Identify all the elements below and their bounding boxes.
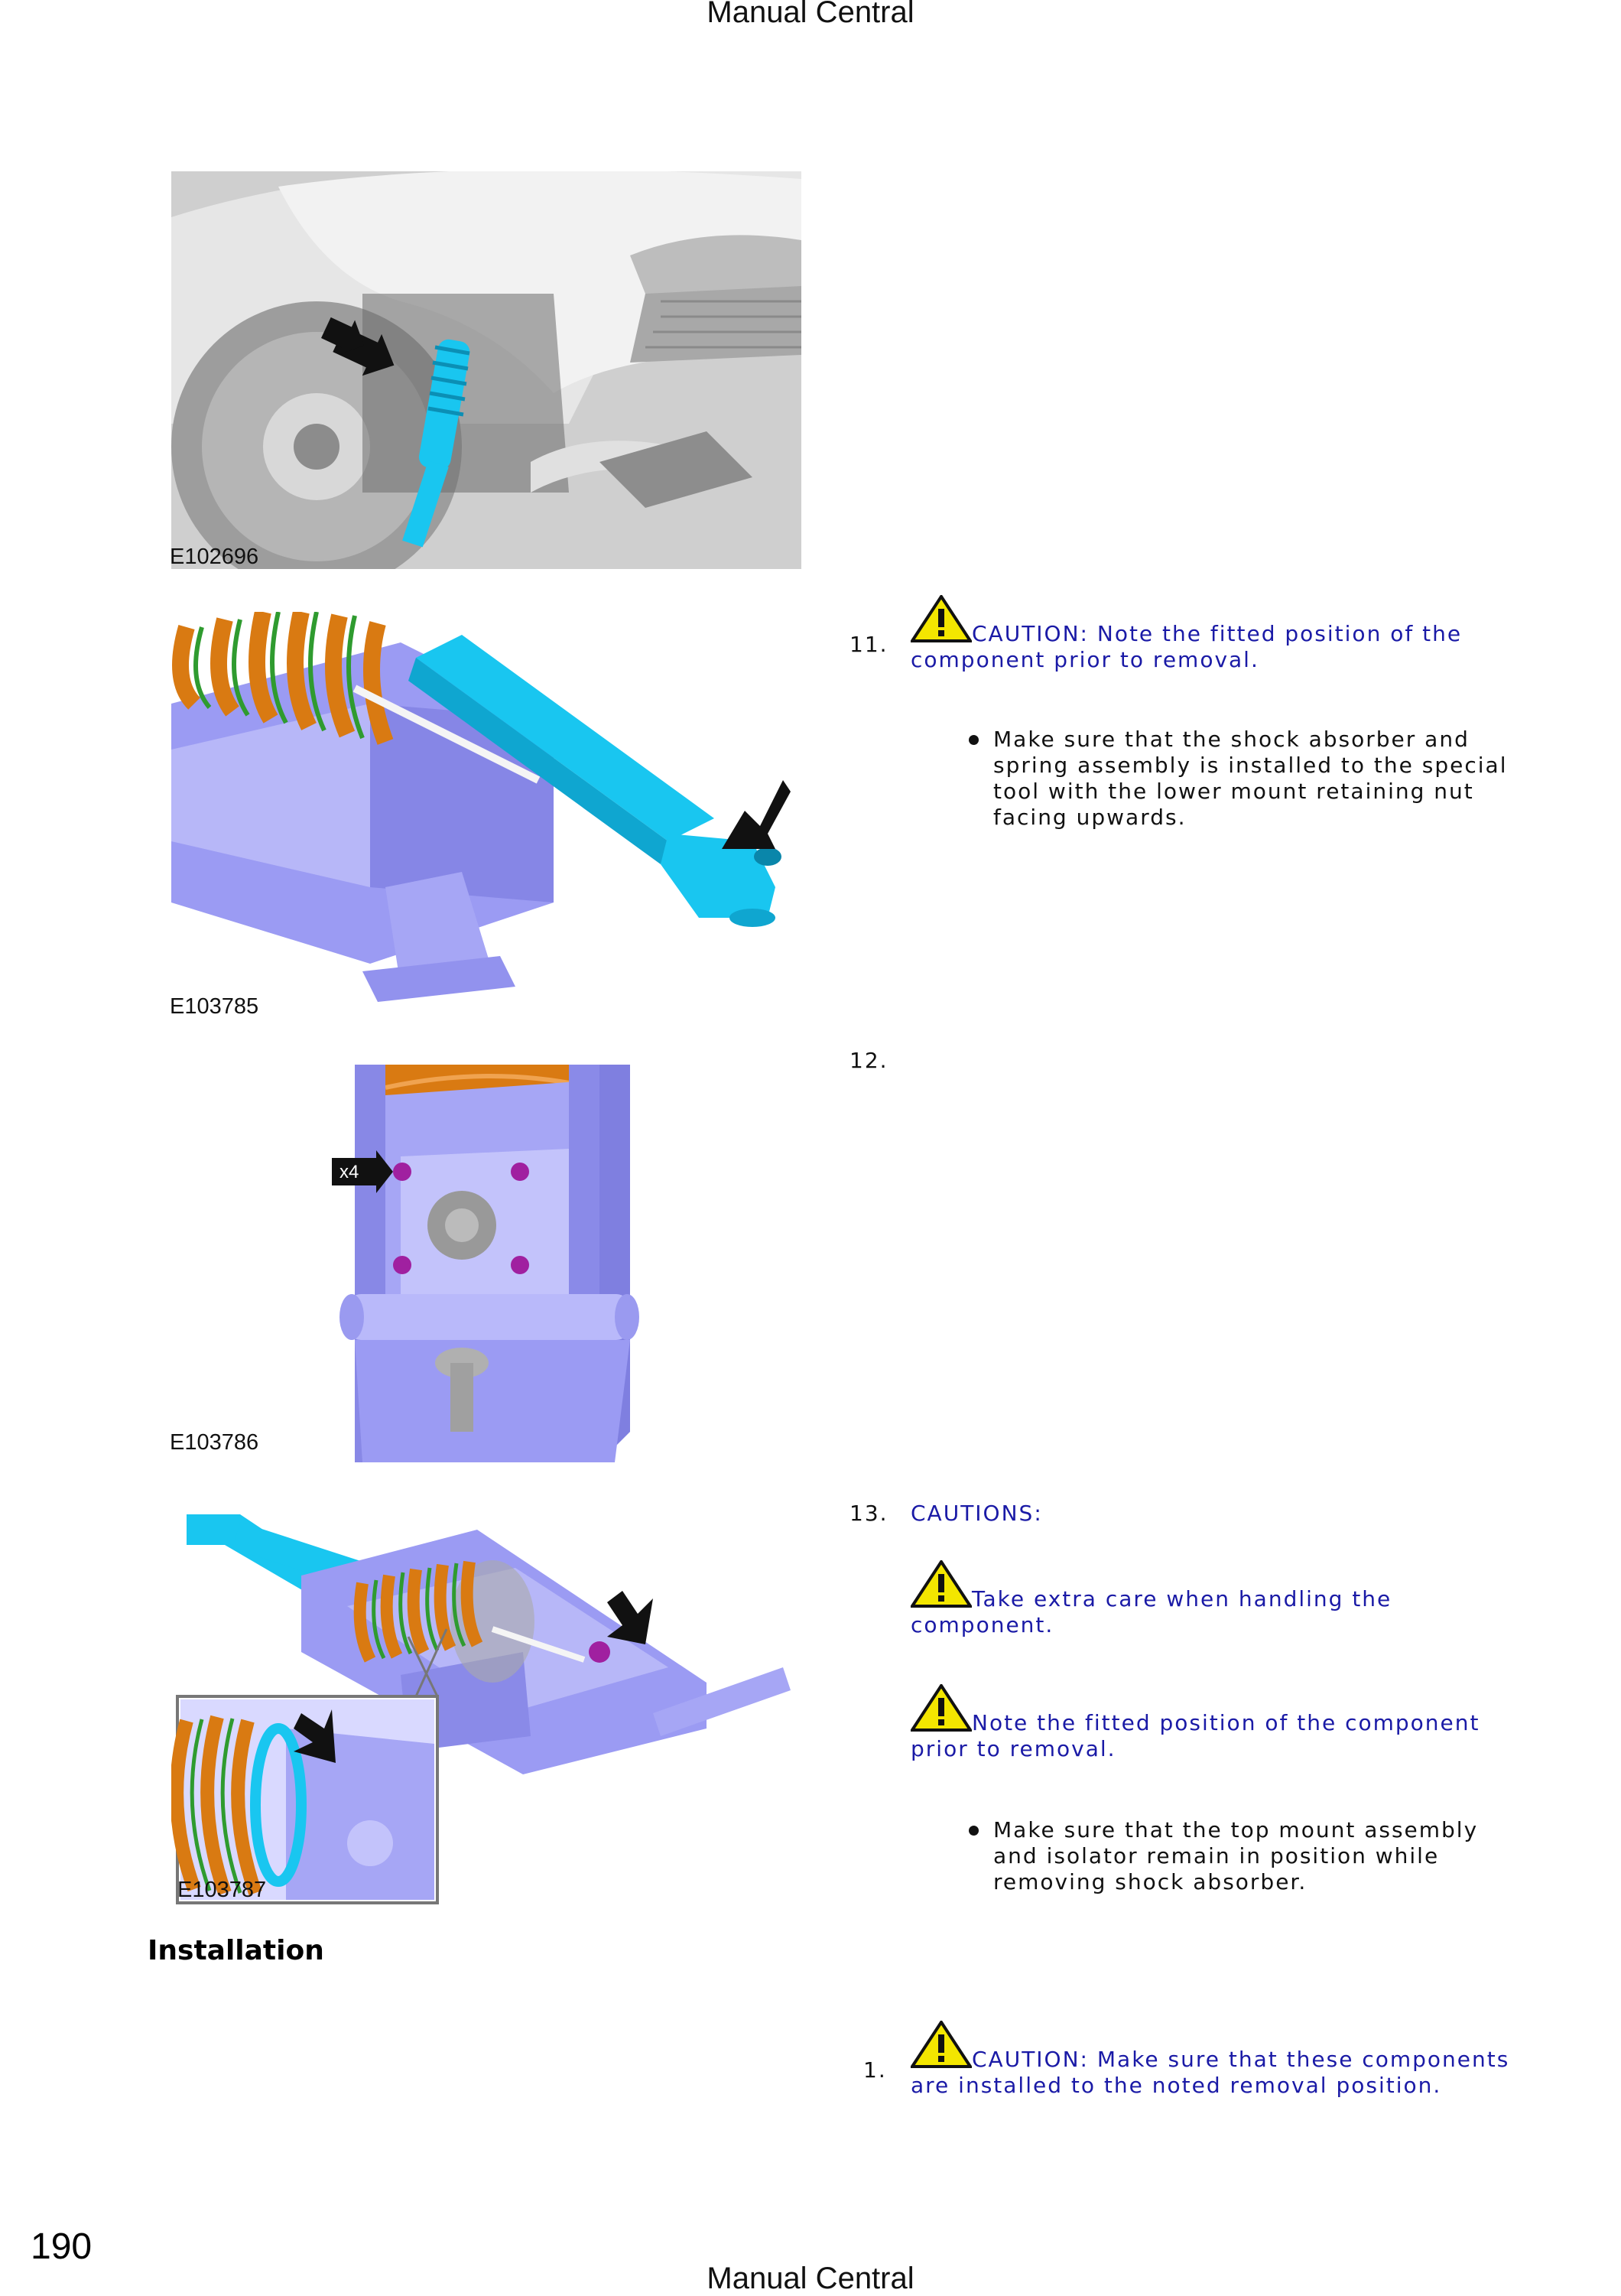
- step-number-13: 13.: [849, 1501, 888, 1526]
- bullet-line: and isolator remain in position while: [993, 1843, 1440, 1868]
- figure-label: E103785: [170, 994, 259, 1019]
- suspension-in-wheel-arch-illustration: [171, 171, 801, 569]
- page-footer-title: Manual Central: [707, 2262, 914, 2295]
- step-13-caution-2: Note the fitted position of the componen…: [911, 1684, 1561, 1762]
- warning-triangle-icon: [911, 1560, 972, 1609]
- callout-x4: x4: [339, 1162, 359, 1182]
- bullet-line: facing upwards.: [993, 805, 1187, 830]
- bullet-line: Make sure that the shock absorber and: [993, 727, 1470, 752]
- installation-step-1-caution: CAUTION: Make sure that these components…: [911, 2021, 1584, 2099]
- step-13-bullet: Make sure that the top mount assembly an…: [969, 1817, 1590, 1895]
- step-number-11: 11.: [849, 632, 888, 657]
- caution-text-line1: CAUTION: Make sure that these components: [972, 2047, 1510, 2072]
- warning-triangle-icon: [911, 595, 972, 644]
- figure-e102696: E102696: [170, 171, 801, 569]
- figure-label: E102696: [170, 545, 259, 569]
- step-11-bullet: Make sure that the shock absorber and sp…: [969, 727, 1590, 831]
- step-13-cautions-heading: CAUTIONS:: [911, 1501, 1043, 1526]
- caution-text-line2: prior to removal.: [911, 1736, 1116, 1761]
- bullet-line: tool with the lower mount retaining nut: [993, 779, 1474, 804]
- bullet-line: spring assembly is installed to the spec…: [993, 753, 1508, 778]
- caution-text-line2: are installed to the noted removal posit…: [911, 2073, 1442, 2098]
- step-11-caution: CAUTION: Note the fitted position of the…: [911, 595, 1561, 673]
- page-header-title: Manual Central: [707, 0, 914, 29]
- warning-triangle-icon: [911, 1684, 972, 1733]
- installation-heading: Installation: [148, 1935, 324, 1966]
- page-number: 190: [31, 2226, 93, 2267]
- caution-text-line2: component.: [911, 1612, 1054, 1637]
- figure-label: E103786: [170, 1430, 259, 1455]
- shock-absorber-in-special-tool-illustration: [171, 612, 791, 1002]
- bullet-line: removing shock absorber.: [993, 1869, 1308, 1894]
- shock-absorber-removal-illustration: [171, 1514, 791, 1904]
- figure-e103785: E103785: [170, 612, 801, 1025]
- top-mount-bolts-illustration: x4: [332, 1065, 639, 1462]
- caution-text-line2: component prior to removal.: [911, 647, 1259, 672]
- figure-label: E103787: [177, 1878, 267, 1902]
- step-number-12: 12.: [849, 1048, 888, 1073]
- caution-text-line1: Take extra care when handling the: [972, 1586, 1392, 1611]
- warning-triangle-icon: [911, 2021, 972, 2070]
- figure-e103786: x4 E103786: [170, 1065, 801, 1462]
- bullet-line: Make sure that the top mount assembly: [993, 1817, 1479, 1842]
- figure-e103787: E103787: [171, 1499, 801, 1912]
- caution-text-line1: CAUTION: Note the fitted position of the: [972, 621, 1463, 646]
- caution-text-line1: Note the fitted position of the componen…: [972, 1710, 1480, 1735]
- step-13-caution-1: Take extra care when handling the compon…: [911, 1560, 1561, 1638]
- installation-step-number-1: 1.: [863, 2057, 887, 2083]
